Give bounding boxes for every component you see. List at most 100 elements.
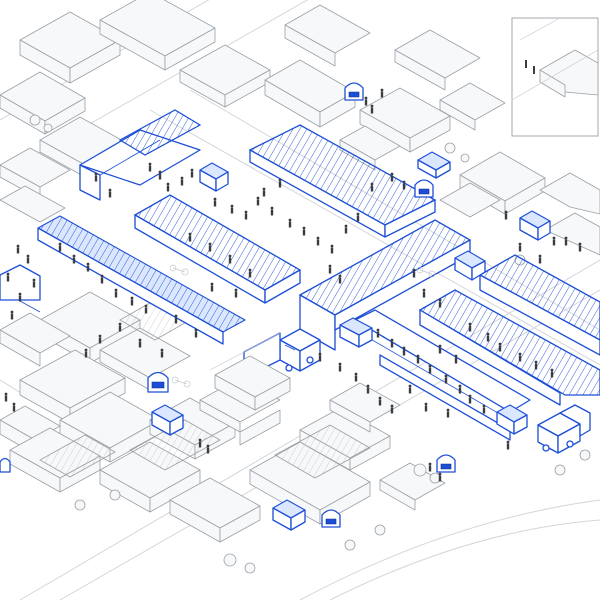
pedestrian-figure	[256, 196, 260, 206]
pedestrian-figure	[482, 404, 486, 414]
pedestrian-figure	[380, 88, 384, 98]
container-icon	[272, 499, 306, 531]
pedestrian-figure	[344, 224, 348, 234]
container-icon	[199, 162, 229, 192]
pedestrian-figure	[228, 254, 232, 264]
pedestrian-figure	[538, 254, 542, 264]
container-icon	[339, 317, 373, 348]
container-icon	[417, 151, 451, 179]
pedestrian-figure	[364, 96, 368, 106]
pedestrian-figure	[318, 352, 322, 362]
container-icon	[151, 404, 184, 436]
pedestrian-figure	[416, 354, 420, 364]
pedestrian-figure	[422, 288, 426, 298]
pedestrian-figure	[428, 462, 432, 472]
pedestrian-figure	[206, 444, 210, 454]
pedestrian-figure	[234, 288, 238, 298]
market-hall-central	[133, 194, 302, 304]
pedestrian-figure	[390, 404, 394, 414]
pedestrian-figure	[244, 210, 248, 220]
pedestrian-figure	[578, 242, 582, 252]
waste-bin-icon	[321, 509, 341, 528]
pedestrian-figure	[270, 206, 274, 216]
pedestrian-figure	[58, 242, 62, 252]
pedestrian-figure	[412, 268, 416, 278]
pedestrian-figure	[338, 362, 342, 372]
pedestrian-figure	[370, 182, 374, 192]
pedestrian-figure	[130, 296, 134, 306]
pedestrian-figure	[378, 396, 382, 406]
pedestrian-figure	[16, 244, 20, 254]
pedestrian-figure	[564, 236, 568, 246]
pedestrian-figure	[518, 352, 522, 362]
pedestrian-figure	[158, 170, 162, 180]
pedestrian-figure	[210, 282, 214, 292]
pedestrian-figure	[354, 372, 358, 382]
pedestrian-figure	[446, 408, 450, 418]
pedestrian-figure	[550, 368, 554, 378]
market-stalls-east-row	[354, 309, 531, 441]
pedestrian-figure	[356, 212, 360, 222]
pedestrian-figure	[144, 304, 148, 314]
pedestrian-figure	[6, 272, 10, 282]
waste-bin-icon	[414, 179, 434, 198]
pedestrian-figure	[160, 348, 164, 358]
pedestrian-figure	[408, 384, 412, 394]
pedestrian-figure	[504, 210, 508, 220]
cargo-bikes	[169, 264, 436, 388]
pedestrian-figure	[32, 278, 36, 288]
cargo-bike-icon	[416, 266, 436, 278]
pedestrian-figure	[4, 392, 8, 402]
market-hall-northwest	[79, 109, 202, 201]
inset-detail-view	[511, 17, 599, 137]
container-icon	[496, 404, 528, 435]
waste-bin-icon	[0, 457, 11, 473]
pedestrian-figure	[248, 268, 252, 278]
pedestrian-figure	[108, 188, 112, 198]
pedestrian-figure	[114, 288, 118, 298]
pedestrian-figure	[174, 314, 178, 324]
pedestrian-figure	[98, 334, 102, 344]
pedestrian-figure	[188, 232, 192, 242]
pedestrian-figure	[438, 344, 442, 354]
container-icon	[454, 250, 486, 281]
pedestrian-figure	[444, 374, 448, 384]
pedestrian-figure	[278, 178, 282, 188]
pedestrian-figure	[302, 226, 306, 236]
pedestrian-figure	[86, 262, 90, 272]
pedestrian-figure	[213, 197, 217, 207]
pedestrian-figure	[458, 384, 462, 394]
pedestrian-figure	[72, 254, 76, 264]
pedestrian-figure	[498, 342, 502, 352]
pedestrian-figure	[366, 384, 370, 394]
pedestrian-figure	[190, 168, 194, 178]
pedestrian-figure	[208, 242, 212, 252]
waste-bin-icon	[436, 454, 456, 473]
pedestrian-figure	[438, 298, 442, 308]
pedestrian-figure	[84, 348, 88, 358]
pedestrian-figure	[148, 162, 152, 172]
pedestrian-figure	[376, 328, 380, 338]
cargo-bike-icon	[171, 376, 191, 388]
truck-icon	[537, 404, 591, 454]
pedestrian-figure	[428, 364, 432, 374]
pedestrian-figure	[328, 264, 332, 274]
pedestrian-figure	[194, 328, 198, 338]
pedestrian-figure	[100, 274, 104, 284]
pedestrian-figure	[118, 322, 122, 332]
pedestrian-figure	[94, 172, 98, 182]
pedestrian-figure	[438, 472, 442, 482]
waste-stations	[0, 82, 456, 528]
pedestrian-figure	[10, 310, 14, 320]
pedestrian-figure	[138, 338, 142, 348]
pedestrian-figure	[370, 104, 374, 114]
pedestrian-figure	[486, 332, 490, 342]
pedestrian-figure	[534, 360, 538, 370]
pedestrian-figure	[390, 338, 394, 348]
pedestrian-figure	[506, 440, 510, 450]
pedestrian-figure	[338, 274, 342, 284]
pedestrian-figure	[402, 346, 406, 356]
market-hall-long-north	[248, 124, 437, 238]
pedestrian-figure	[330, 244, 334, 254]
pedestrian-figure	[262, 187, 266, 197]
